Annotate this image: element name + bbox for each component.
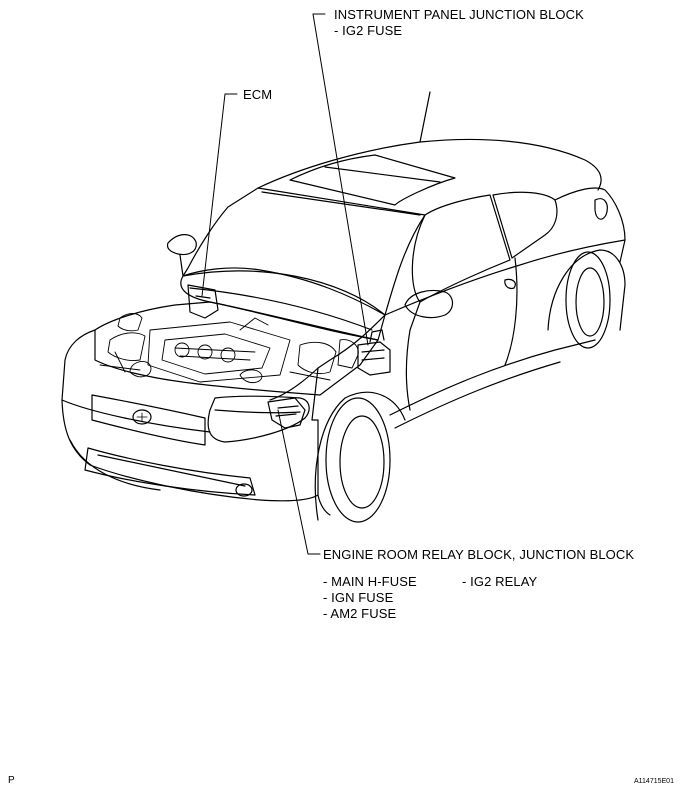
antenna xyxy=(419,91,431,143)
rear-wheel-arch xyxy=(547,249,626,331)
rear-wheel xyxy=(565,251,611,349)
roof-outline xyxy=(257,138,602,191)
leader-ecm xyxy=(201,93,238,297)
leader-engine-room xyxy=(277,409,321,555)
ig2-fuse-label: - IG2 FUSE xyxy=(334,23,403,38)
side-window-front xyxy=(411,194,511,303)
engine xyxy=(99,313,359,384)
windshield xyxy=(182,187,426,316)
engine-bay xyxy=(94,301,379,396)
am2-fuse-label: - AM2 FUSE xyxy=(323,606,397,621)
leader-instrument-panel xyxy=(312,13,369,346)
engine-room-label: ENGINE ROOM RELAY BLOCK, JUNCTION BLOCK xyxy=(323,547,635,562)
instrument-panel-junction-block-marker xyxy=(357,329,391,376)
figure-id: A114715E01 xyxy=(634,778,674,785)
grille xyxy=(91,394,206,446)
page-mark: P xyxy=(8,775,15,786)
ign-fuse-label: - IGN FUSE xyxy=(323,590,394,605)
sunroof xyxy=(289,154,456,206)
door-outline xyxy=(405,257,518,411)
car-illustration xyxy=(61,91,626,523)
front-bumper xyxy=(61,329,319,502)
lower-intake xyxy=(84,447,256,496)
brand-emblem xyxy=(132,409,152,425)
leader-lines xyxy=(201,13,369,555)
main-h-fuse-label: - MAIN H-FUSE xyxy=(323,574,417,589)
headlamp xyxy=(207,395,310,443)
hood-open xyxy=(180,267,386,341)
ig2-relay-label: - IG2 RELAY xyxy=(462,574,538,589)
ecm-marker xyxy=(187,284,219,319)
instrument-panel-label: INSTRUMENT PANEL JUNCTION BLOCK xyxy=(334,7,584,22)
front-wheel-arch xyxy=(314,391,406,521)
side-mirror xyxy=(404,289,454,319)
ecm-label: ECM xyxy=(243,87,273,102)
side-window-rear xyxy=(492,191,558,259)
front-wheel xyxy=(325,397,391,523)
